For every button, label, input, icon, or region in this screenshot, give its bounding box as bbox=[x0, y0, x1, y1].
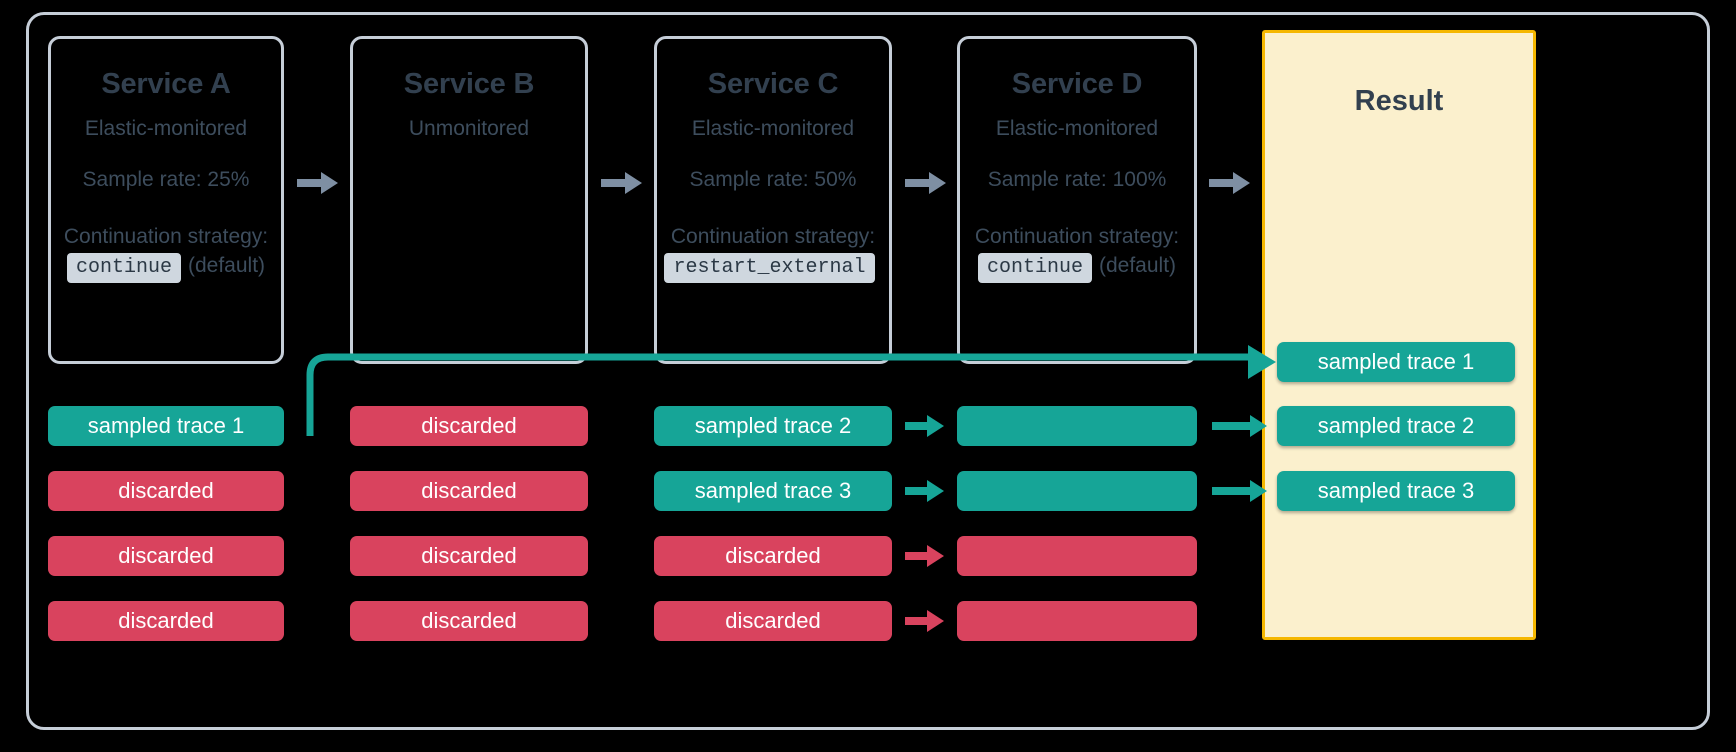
result-panel: Result bbox=[1262, 30, 1536, 640]
service-monitoring-status: Elastic-monitored bbox=[691, 116, 855, 140]
service-title: Service C bbox=[707, 68, 839, 100]
service-strategy-value-row: restart_external bbox=[664, 253, 881, 284]
result-trace-pill[interactable]: sampled trace 3 bbox=[1277, 471, 1515, 511]
service-box-d[interactable]: Service D Elastic-monitored Sample rate:… bbox=[957, 36, 1197, 364]
service-monitoring-status: Elastic-monitored bbox=[995, 116, 1159, 140]
trace-pill[interactable]: discarded bbox=[350, 471, 588, 511]
trace-pill[interactable]: discarded bbox=[48, 471, 284, 511]
strategy-code-chip: restart_external bbox=[664, 253, 875, 284]
trace-pill[interactable] bbox=[957, 601, 1197, 641]
trace-pill[interactable] bbox=[957, 406, 1197, 446]
flow-arrow-b-to-c bbox=[601, 169, 643, 197]
result-trace-pill[interactable]: sampled trace 2 bbox=[1277, 406, 1515, 446]
flow-arrow-a-to-b bbox=[297, 169, 339, 197]
trace-pill[interactable]: sampled trace 2 bbox=[654, 406, 892, 446]
trace-pill[interactable]: discarded bbox=[48, 536, 284, 576]
trace-pill[interactable]: discarded bbox=[48, 601, 284, 641]
service-title: Service B bbox=[403, 68, 535, 100]
diagram-outer-frame bbox=[26, 12, 1710, 730]
flow-arrow-c-to-d bbox=[905, 169, 947, 197]
trace-arrow-c2-to-d2 bbox=[905, 478, 945, 504]
service-monitoring-status: Unmonitored bbox=[408, 116, 530, 140]
service-strategy-label: Continuation strategy: bbox=[670, 225, 876, 249]
trace-pill[interactable]: sampled trace 1 bbox=[48, 406, 284, 446]
service-box-c[interactable]: Service C Elastic-monitored Sample rate:… bbox=[654, 36, 892, 364]
trace-arrow-d1-to-result2 bbox=[1212, 413, 1267, 439]
trace-pill[interactable] bbox=[957, 536, 1197, 576]
service-sample-rate: Sample rate: 50% bbox=[689, 167, 857, 191]
service-title: Service A bbox=[101, 68, 231, 100]
trace-pill[interactable]: discarded bbox=[350, 536, 588, 576]
flow-arrow-d-to-result bbox=[1209, 169, 1251, 197]
service-strategy-value-row: continue (default) bbox=[977, 253, 1177, 284]
trace-pill[interactable]: discarded bbox=[654, 601, 892, 641]
service-sample-rate: Sample rate: 25% bbox=[82, 167, 250, 191]
service-strategy-label: Continuation strategy: bbox=[974, 225, 1180, 249]
service-box-b[interactable]: Service B Unmonitored bbox=[350, 36, 588, 364]
strategy-default-note: (default) bbox=[1098, 254, 1177, 278]
trace-arrow-d2-to-result3 bbox=[1212, 478, 1267, 504]
result-trace-pill[interactable]: sampled trace 1 bbox=[1277, 342, 1515, 382]
service-box-a[interactable]: Service A Elastic-monitored Sample rate:… bbox=[48, 36, 284, 364]
trace-arrow-c4-to-d4 bbox=[905, 608, 945, 634]
trace-arrow-c3-to-d3 bbox=[905, 543, 945, 569]
result-title: Result bbox=[1354, 85, 1444, 117]
trace-pill[interactable]: discarded bbox=[350, 406, 588, 446]
trace-arrow-c1-to-d1 bbox=[905, 413, 945, 439]
service-strategy-label: Continuation strategy: bbox=[63, 225, 269, 249]
service-monitoring-status: Elastic-monitored bbox=[84, 116, 248, 140]
service-sample-rate: Sample rate: 100% bbox=[987, 167, 1167, 191]
service-strategy-value-row: continue (default) bbox=[66, 253, 266, 284]
strategy-code-chip: continue bbox=[977, 253, 1092, 284]
strategy-code-chip: continue bbox=[66, 253, 181, 284]
strategy-default-note: (default) bbox=[187, 254, 266, 278]
trace-pill[interactable] bbox=[957, 471, 1197, 511]
trace-pill[interactable]: discarded bbox=[654, 536, 892, 576]
trace-pill[interactable]: discarded bbox=[350, 601, 588, 641]
service-title: Service D bbox=[1011, 68, 1143, 100]
trace-pill[interactable]: sampled trace 3 bbox=[654, 471, 892, 511]
